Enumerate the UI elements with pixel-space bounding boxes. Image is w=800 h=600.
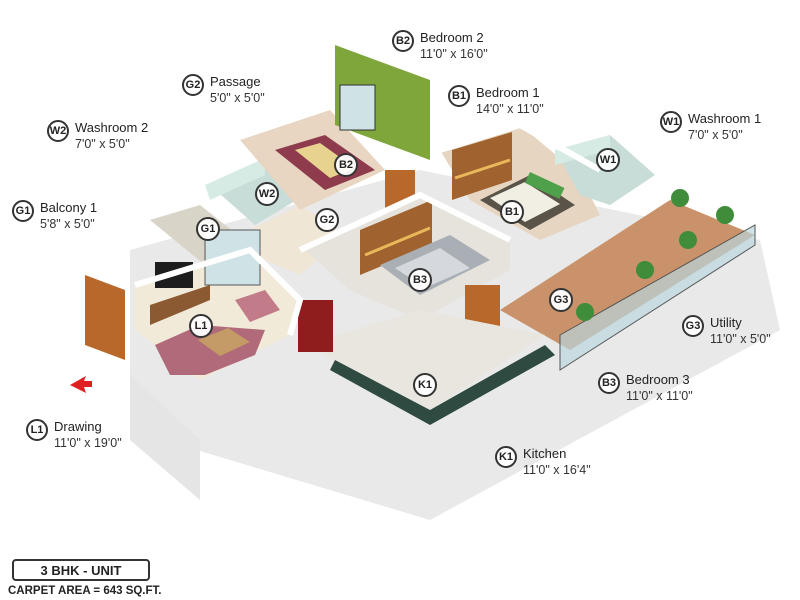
bedroom-2-accent-wall (335, 45, 430, 160)
badge-b1: B1 (448, 85, 470, 107)
room-dims-g3: 11'0" x 5'0" (710, 332, 771, 346)
room-dims-g2: 5'0" x 5'0" (210, 91, 265, 105)
utility-glass-rail (559, 224, 756, 371)
marker-g1: G1 (196, 217, 220, 241)
room-name-w2: Washroom 2 (75, 120, 149, 135)
bedroom-1-wardrobe (452, 132, 512, 200)
outer-wall-kitchen (295, 295, 560, 480)
room-name-g3: Utility (710, 315, 742, 330)
room-name-g2: Passage (210, 74, 261, 89)
legend-k1: K1 Kitchen 11'0" x 16'4" (495, 446, 591, 478)
badge-w1: W1 (660, 111, 682, 133)
washroom-1-wall (555, 135, 610, 165)
legend-b2: B2 Bedroom 2 11'0" x 16'0" (392, 30, 488, 62)
legend-g3: G3 Utility 11'0" x 5'0" (682, 315, 771, 347)
marker-b3: B3 (408, 268, 432, 292)
utility-plant (716, 206, 734, 224)
bedroom-3-wardrobe (360, 200, 432, 275)
room-dims-k1: 11'0" x 16'4" (523, 463, 591, 477)
room-name-b1: Bedroom 1 (476, 85, 540, 100)
room-dims-g1: 5'8" x 5'0" (40, 217, 95, 231)
marker-w1: W1 (596, 148, 620, 172)
badge-g2: G2 (182, 74, 204, 96)
utility-plant (576, 303, 594, 321)
legend-w1: W1 Washroom 1 7'0" x 5'0" (660, 111, 761, 143)
outer-wall-front (130, 375, 200, 500)
partition-walls (134, 246, 304, 336)
room-dims-l1: 11'0" x 19'0" (54, 436, 122, 450)
legend-l1: L1 Drawing 11'0" x 19'0" (26, 419, 122, 451)
unit-type-label: 3 BHK - UNIT (12, 559, 150, 581)
kitchen-counter (330, 345, 555, 425)
armchair (235, 290, 280, 322)
bedroom-1-bed-linen (490, 182, 560, 222)
legend-b3: B3 Bedroom 3 11'0" x 11'0" (598, 372, 693, 404)
badge-g3: G3 (682, 315, 704, 337)
kitchen-fridge (298, 300, 333, 352)
washroom-2-wall (205, 158, 265, 200)
carpet-area-label: CARPET AREA = 643 SQ.FT. (8, 585, 162, 597)
room-name-k1: Kitchen (523, 446, 567, 461)
room-dims-w2: 7'0" x 5'0" (75, 137, 130, 151)
bedroom-1-pillows (524, 172, 565, 199)
badge-b2: B2 (392, 30, 414, 52)
legend-b1: B1 Bedroom 1 14'0" x 11'0" (448, 85, 544, 117)
coffee-table (198, 328, 250, 356)
room-name-g1: Balcony 1 (40, 200, 98, 215)
badge-k1: K1 (495, 446, 517, 468)
room-dims-b2: 11'0" x 16'0" (420, 47, 488, 61)
marker-g2: G2 (315, 208, 339, 232)
marker-l1: L1 (189, 314, 213, 338)
utility-plant (636, 261, 654, 279)
entry-arrow (70, 376, 92, 393)
room-dims-b3: 11'0" x 11'0" (626, 389, 693, 403)
room-name-b2: Bedroom 2 (420, 30, 484, 45)
bedroom-1-wardrobe-stripe (454, 158, 511, 180)
partition-walls (298, 191, 512, 253)
badge-g1: G1 (12, 200, 34, 222)
room-name-l1: Drawing (54, 419, 102, 434)
room-name-w1: Washroom 1 (688, 111, 762, 126)
partition-walls (439, 121, 602, 173)
room-dims-w1: 7'0" x 5'0" (688, 128, 743, 142)
utility-plant (671, 189, 689, 207)
marker-w2: W2 (255, 182, 279, 206)
badge-l1: L1 (26, 419, 48, 441)
bedroom-2-window (339, 84, 376, 131)
room-name-b3: Bedroom 3 (626, 372, 690, 387)
badge-w2: W2 (47, 120, 69, 142)
marker-g3: G3 (549, 288, 573, 312)
utility-plant (679, 231, 697, 249)
bedroom-3-wardrobe-stripe (364, 226, 431, 257)
kitchen-floor (305, 310, 545, 410)
marker-b1: B1 (500, 200, 524, 224)
entry-door (85, 275, 125, 360)
legend-w2: W2 Washroom 2 7'0" x 5'0" (47, 120, 148, 152)
marker-b2: B2 (334, 153, 358, 177)
legend-g1: G1 Balcony 1 5'8" x 5'0" (12, 200, 97, 232)
badge-b3: B3 (598, 372, 620, 394)
marker-k1: K1 (413, 373, 437, 397)
tv-cabinet (150, 285, 210, 325)
legend-g2: G2 Passage 5'0" x 5'0" (182, 74, 265, 106)
room-dims-b1: 14'0" x 11'0" (476, 102, 544, 116)
